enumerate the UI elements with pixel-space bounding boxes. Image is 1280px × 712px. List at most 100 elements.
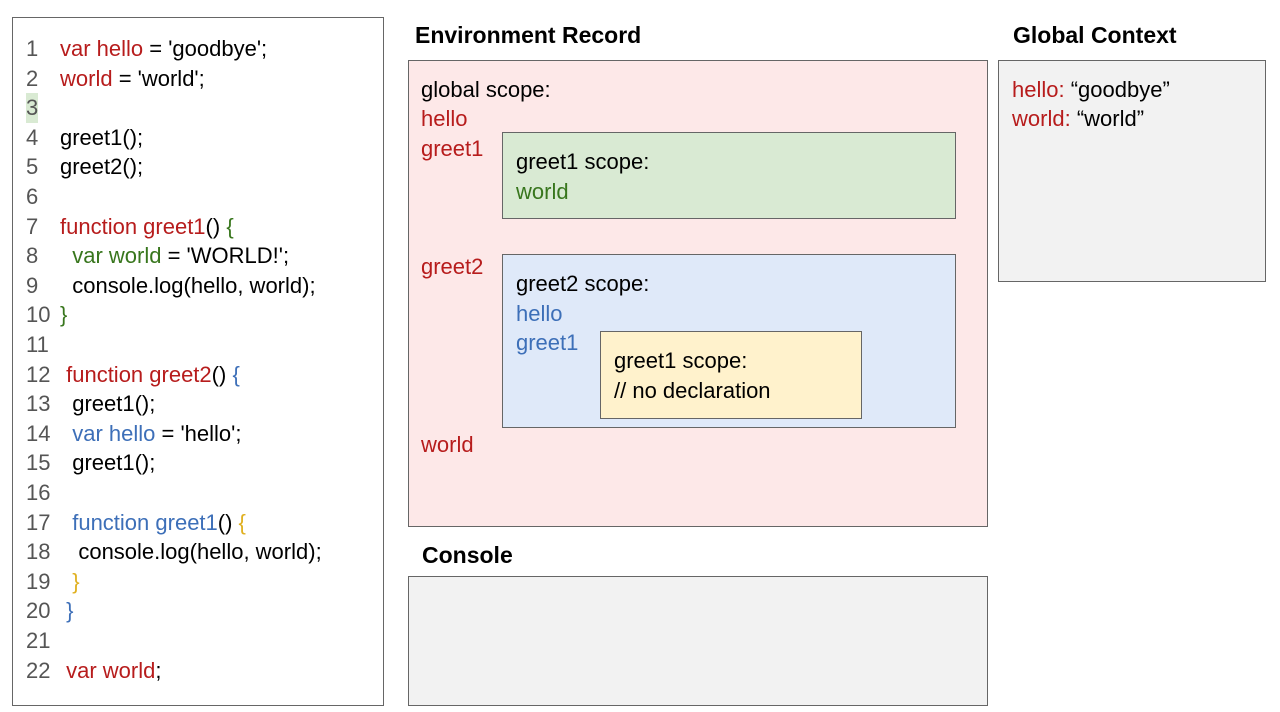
- line-number: 3: [26, 93, 39, 123]
- code-token: {: [238, 509, 246, 535]
- line-number: 11: [26, 332, 49, 357]
- code-token: greet1();: [60, 391, 156, 417]
- code-token: var world: [60, 243, 162, 269]
- code-token: function greet1: [60, 509, 218, 535]
- code-line: 12 function greet2() {: [13, 360, 383, 390]
- code-line: 2 world = 'world';: [13, 64, 383, 94]
- code-text: world = 'world';: [60, 64, 205, 94]
- code-token: }: [60, 302, 68, 328]
- code-text: }: [60, 567, 80, 597]
- code-token: console.log(hello, world);: [60, 272, 316, 298]
- line-number: 5: [26, 154, 39, 180]
- global-entry-value: “world”: [1076, 106, 1145, 131]
- inner-greet1-scope-box: [600, 331, 862, 419]
- code-line: 6: [13, 182, 383, 212]
- code-token: var world: [60, 657, 156, 683]
- code-line: 8 var world = 'WORLD!';: [13, 241, 383, 271]
- greet1-scope-var-world: world: [516, 179, 569, 204]
- code-text: function greet2() {: [60, 360, 240, 390]
- code-line: 15 greet1();: [13, 448, 383, 478]
- line-number: 22: [26, 657, 51, 683]
- code-line: 3: [13, 93, 383, 123]
- greet1-scope-label: greet1 scope:: [516, 149, 650, 174]
- line-number: 9: [26, 272, 39, 298]
- code-line: 19 }: [13, 567, 383, 597]
- global-entry-key: hello:: [1012, 77, 1065, 102]
- code-token: (): [217, 509, 239, 535]
- code-text: function greet1() {: [60, 212, 234, 242]
- code-token: function greet1: [60, 213, 206, 239]
- code-line: 22 var world;: [13, 656, 383, 686]
- inner-greet1-scope-label: greet1 scope:: [614, 348, 748, 373]
- code-text: }: [60, 300, 67, 330]
- global-entry-world: world: “world”: [1012, 104, 1144, 134]
- global-var-greet1: greet1: [421, 136, 484, 161]
- code-text: greet1();: [60, 448, 155, 478]
- line-number: 21: [26, 628, 51, 653]
- code-line: 21: [13, 626, 383, 656]
- code-line: 16: [13, 478, 383, 508]
- global-var-world: world: [421, 432, 474, 457]
- line-number: 1: [26, 36, 39, 61]
- greet2-scope-var-greet1: greet1: [516, 330, 579, 355]
- code-line: 11: [13, 330, 383, 360]
- line-number: 13: [26, 391, 51, 417]
- greet2-scope-var-hello: hello: [516, 301, 563, 326]
- line-number: 18: [26, 539, 51, 565]
- inner-greet1-scope-note: // no declaration: [614, 378, 771, 403]
- code-text: var hello = 'goodbye';: [60, 34, 267, 64]
- line-number: 7: [26, 213, 39, 239]
- code-text: var hello = 'hello';: [60, 419, 241, 449]
- code-text: greet2();: [60, 152, 143, 182]
- global-var-hello: hello: [421, 106, 468, 131]
- global-context-title: Global Context: [1013, 22, 1177, 48]
- code-token: = 'world';: [112, 65, 205, 91]
- greet2-scope-label: greet2 scope:: [516, 271, 650, 296]
- code-line: 1 var hello = 'goodbye';: [13, 34, 383, 64]
- code-token: ;: [155, 657, 162, 683]
- global-context-box: [998, 60, 1266, 282]
- global-entry-value: “goodbye”: [1070, 77, 1170, 102]
- line-number: 4: [26, 124, 39, 150]
- code-token: {: [226, 213, 234, 239]
- global-scope-label: global scope:: [421, 77, 551, 102]
- global-entry-hello: hello: “goodbye”: [1012, 75, 1170, 105]
- code-token: (): [211, 361, 233, 387]
- code-token: {: [232, 361, 240, 387]
- global-var-greet2: greet2: [421, 254, 484, 279]
- env-record-title: Environment Record: [415, 22, 642, 48]
- line-number: 12: [26, 361, 51, 387]
- line-number: 20: [26, 598, 51, 624]
- code-token: greet1();: [60, 450, 156, 476]
- code-token: = 'hello';: [155, 420, 242, 446]
- code-panel: 1 var hello = 'goodbye'; 2 world = 'world';…: [12, 17, 384, 706]
- line-number: 10: [26, 302, 51, 328]
- greet1-scope-box: [502, 132, 956, 219]
- code-text: greet1();: [60, 389, 155, 419]
- code-token: }: [60, 568, 80, 594]
- global-entry-key: world:: [1012, 106, 1071, 131]
- code-token: console.log(hello, world);: [60, 539, 322, 565]
- code-text: function greet1() {: [60, 508, 246, 538]
- code-token: greet2();: [60, 154, 144, 180]
- code-text: greet1();: [60, 123, 143, 153]
- code-token: world: [60, 65, 113, 91]
- code-line: 18 console.log(hello, world);: [13, 537, 383, 567]
- code-line: 13 greet1();: [13, 389, 383, 419]
- code-text: var world = 'WORLD!';: [60, 241, 289, 271]
- code-line: 9 console.log(hello, world);: [13, 271, 383, 301]
- line-number: 2: [26, 65, 39, 91]
- code-token: greet1();: [60, 124, 144, 150]
- line-number: 14: [26, 420, 51, 446]
- code-line: 17 function greet1() {: [13, 508, 383, 538]
- code-line: 5 greet2();: [13, 152, 383, 182]
- code-token: function greet2: [60, 361, 212, 387]
- code-token: = 'goodbye';: [143, 36, 268, 61]
- code-line: 20 }: [13, 596, 383, 626]
- line-number: 15: [26, 450, 51, 476]
- line-number: 16: [26, 480, 51, 505]
- code-token: var hello: [60, 36, 144, 61]
- code-token: }: [60, 598, 74, 624]
- console-title: Console: [422, 542, 513, 568]
- code-text: }: [60, 596, 73, 626]
